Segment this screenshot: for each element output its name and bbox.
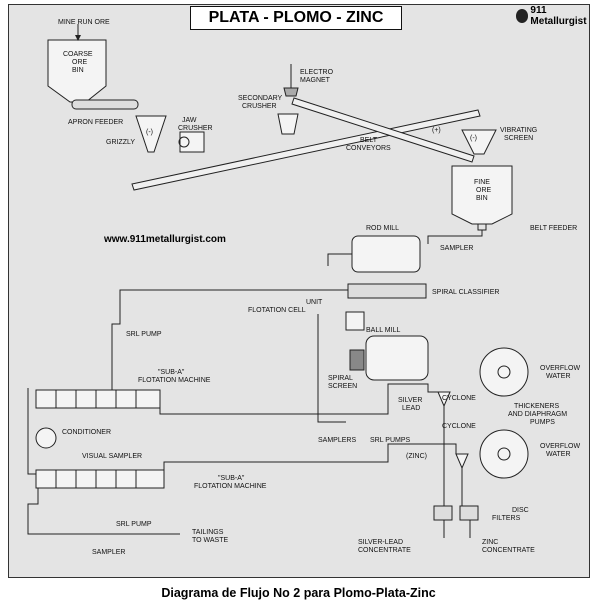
conditioner	[35, 427, 57, 449]
label-plus: (+)	[432, 127, 441, 134]
label-cyclone-1: CYCLONE	[442, 395, 476, 402]
apron-feeder	[71, 99, 139, 110]
ball-mill	[365, 335, 429, 381]
electro-magnet	[283, 87, 299, 97]
flotation-machine-1	[35, 389, 161, 409]
label-zinc: (ZINC)	[406, 453, 427, 460]
label-minus-2: (-)	[470, 135, 477, 142]
label-visual-sampler: VISUAL SAMPLER	[82, 453, 142, 460]
label-belt-feeder: BELT FEEDER	[530, 225, 577, 232]
vibrating-screen	[461, 129, 497, 155]
disc-filter-1	[433, 505, 453, 521]
label-sampler-bottom: SAMPLER	[92, 549, 125, 556]
label-sampler: SAMPLER	[440, 245, 473, 252]
unit-flotation-cell	[345, 311, 365, 331]
label-apron-feeder: APRON FEEDER	[68, 119, 123, 126]
thickener-1	[479, 347, 529, 397]
diagram-caption: Diagrama de Flujo No 2 para Plomo-Plata-…	[161, 586, 436, 600]
secondary-crusher	[277, 113, 299, 135]
label-srl-pumps: SRL PUMPS	[370, 437, 411, 444]
label-conditioner: CONDITIONER	[62, 429, 111, 436]
disc-filter-2	[459, 505, 479, 521]
label-mine-run-ore: MINE RUN ORE	[58, 19, 110, 26]
logo-911-icon	[516, 9, 529, 23]
cyclone-2	[455, 453, 469, 470]
label-sub-a-flotation-2: "SUB-A"FLOTATION MACHINE	[194, 475, 267, 490]
label-spiral-classifier: SPIRAL CLASSIFIER	[432, 289, 499, 296]
grizzly	[135, 115, 167, 153]
thickener-2	[479, 429, 529, 479]
label-srl-pump-bottom: SRL PUMP	[116, 521, 152, 528]
logo: 911 Metallurgist	[516, 5, 597, 27]
label-srl-pump: SRL PUMP	[126, 331, 162, 338]
fine-ore-bin	[451, 165, 513, 225]
label-sub-a-flotation-1: "SUB-A"FLOTATION MACHINE	[138, 369, 211, 384]
spiral-classifier	[347, 283, 427, 299]
label-samplers: SAMPLERS	[318, 437, 356, 444]
label-rod-mill: ROD MILL	[366, 225, 399, 232]
logo-text: 911 Metallurgist	[530, 5, 587, 27]
belt-conveyor-2	[291, 97, 475, 163]
label-ball-mill: BALL MILL	[366, 327, 400, 334]
rod-mill	[351, 235, 421, 273]
website-url: www.911metallurgist.com	[104, 234, 226, 245]
flotation-machine-2	[35, 469, 165, 489]
label-cyclone-2: CYCLONE	[442, 423, 476, 430]
diagram-title: PLATA - PLOMO - ZINC	[190, 6, 402, 30]
cyclone-1	[437, 391, 451, 408]
label-minus-1: (-)	[146, 129, 153, 136]
label-grizzly: GRIZZLY	[106, 139, 135, 146]
jaw-crusher	[179, 131, 205, 153]
